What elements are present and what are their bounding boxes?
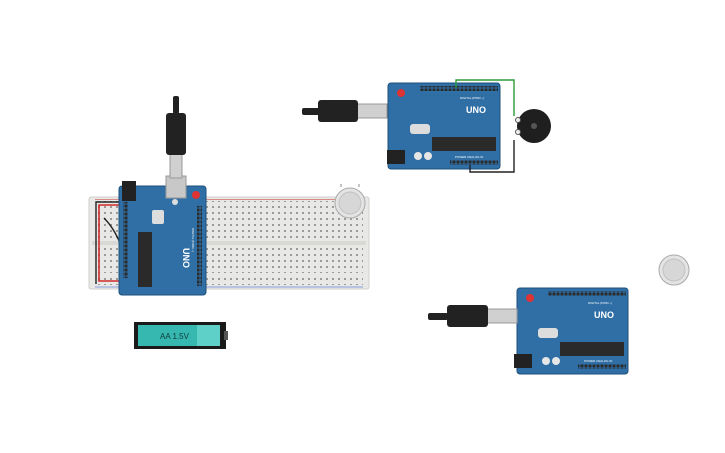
buzzer-wire-green[interactable] (455, 79, 515, 116)
board-logo: UNO (466, 105, 486, 115)
arduino-uno-board-3[interactable]: UNO DIGITAL (PWM ~) POWER ANALOG IN (514, 287, 629, 375)
piezo-buzzer[interactable] (515, 109, 552, 143)
usb-cable-1[interactable] (166, 96, 186, 179)
gas-sensor-1[interactable] (334, 184, 366, 219)
board-header-label: DIGITAL (PWM ~) (588, 301, 612, 305)
usb-cable-3[interactable] (428, 305, 518, 327)
arduino-uno-board-1[interactable]: UNO DIGITAL (PWM ~) (118, 175, 207, 296)
buzzer-wire-black[interactable] (469, 140, 515, 173)
battery-label: AA 1.5V (160, 332, 190, 341)
board-logo: UNO (594, 310, 614, 320)
wire-red[interactable] (98, 204, 124, 282)
arduino-uno-board-2[interactable]: UNO DIGITAL (PWM ~) POWER ANALOG IN (387, 82, 501, 170)
board-header-label: DIGITAL (PWM ~) (460, 96, 484, 100)
board-bottom-label: POWER ANALOG IN (584, 359, 612, 363)
board-header-label: DIGITAL (PWM ~) (191, 228, 195, 252)
gas-sensor-2[interactable] (658, 254, 690, 286)
aa-battery[interactable]: AA 1.5V (134, 322, 228, 349)
usb-cable-2[interactable] (302, 100, 388, 122)
board-bottom-label: POWER ANALOG IN (455, 155, 483, 159)
board-logo: UNO (181, 248, 191, 268)
